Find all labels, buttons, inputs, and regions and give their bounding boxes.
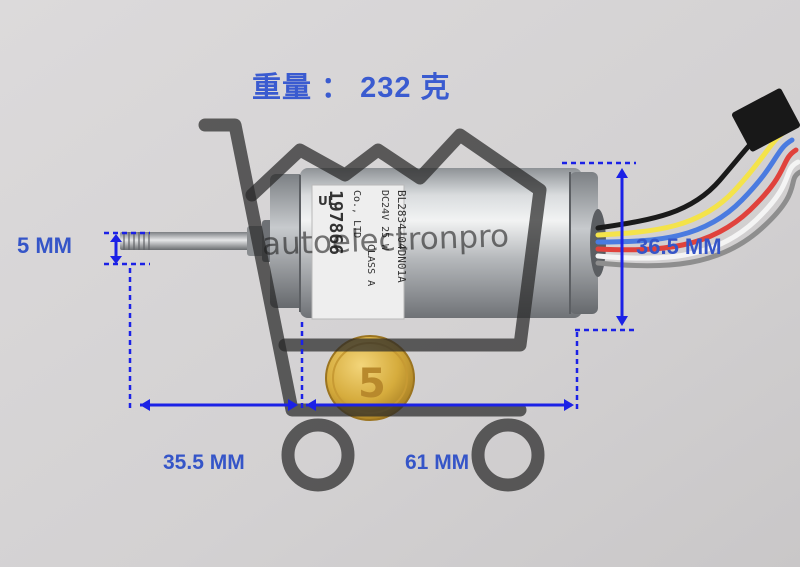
shaft-diameter-label: 5 MM xyxy=(17,233,72,258)
sticker-ul-mark: UL xyxy=(318,194,336,208)
motor-wires xyxy=(595,88,800,269)
coin: 5 xyxy=(325,335,415,421)
weight-label: 重量 ： 232 克 xyxy=(252,72,451,104)
sticker-rating: DC24V 25 W xyxy=(379,190,390,251)
dimension-arrows xyxy=(110,168,628,411)
cart-watermark-icon xyxy=(198,118,547,492)
watermark-text: autoelectronpro xyxy=(261,218,509,263)
shaft-length-label: 35.5 MM xyxy=(163,451,245,474)
body-length-label: 61 MM xyxy=(405,451,470,474)
sticker-model: BL2834-04DN01A xyxy=(395,190,408,283)
sticker-company: Co., LTD xyxy=(351,190,362,238)
body-diameter-label: 36.5 MM xyxy=(636,234,722,259)
dimension-lines xyxy=(104,161,636,410)
sticker-class: CLASS A xyxy=(365,244,376,286)
sticker-serial: 197866 xyxy=(325,190,346,255)
coin-numeral: 5 xyxy=(358,361,386,407)
motor-sticker: BL2834-04DN01A DC24V 25 W CLASS A Co., L… xyxy=(311,184,408,320)
